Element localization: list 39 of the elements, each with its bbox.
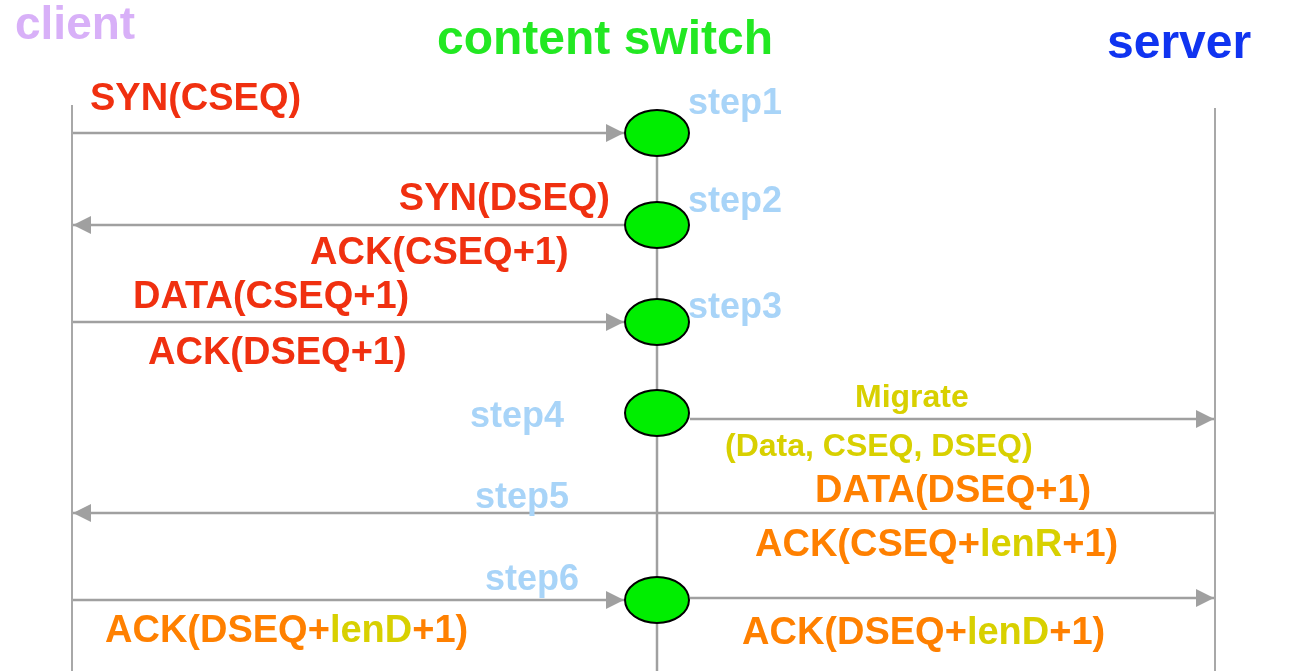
edge-label: ACK(DSEQ+lenD+1) [742, 612, 1106, 650]
arrow [690, 589, 1214, 607]
event-circle [624, 298, 690, 346]
message-label: step5 [475, 478, 570, 514]
arrow [73, 591, 624, 609]
lifeline-heading: content switch [437, 14, 774, 62]
event-circle [624, 389, 690, 437]
edge-label: DATA(DSEQ+1) [815, 470, 1092, 508]
lifeline-segment [655, 157, 659, 201]
lifeline [71, 105, 73, 671]
event-circle [624, 576, 690, 624]
lifeline-segment [655, 346, 659, 389]
event-circle [624, 201, 690, 249]
step-label: step6 [485, 560, 580, 596]
message-label: ACK(CSEQ+1) [310, 232, 569, 270]
step-label: step2 [688, 182, 783, 218]
lifeline-heading: server [1107, 18, 1252, 66]
edge-label: ACK(DSEQ+lenD+1) [105, 610, 469, 648]
lifeline-segment [655, 437, 659, 576]
step-label: step1 [688, 84, 783, 120]
message-label: ACK(DSEQ+1) [148, 332, 407, 370]
edge-label: Migrate [855, 380, 969, 412]
message-label: (Data, CSEQ, DSEQ) [725, 429, 1033, 461]
arrow [73, 216, 624, 234]
message-label: ACK(CSEQ+lenR+1) [755, 524, 1119, 562]
arrow [690, 410, 1214, 428]
edge-label: SYN(CSEQ) [90, 78, 302, 116]
edge-label: DATA(CSEQ+1) [133, 276, 410, 314]
lifeline-segment [655, 249, 659, 298]
step-label: step4 [470, 397, 565, 433]
lifeline-segment [655, 624, 659, 671]
arrow [73, 313, 624, 331]
edge-label: SYN(DSEQ) [398, 178, 610, 216]
arrow [73, 124, 624, 142]
event-circle [624, 109, 690, 157]
lifeline-heading: client [15, 0, 136, 46]
lifeline [1214, 108, 1216, 671]
arrow [73, 504, 1214, 522]
step-label: step3 [688, 288, 783, 324]
